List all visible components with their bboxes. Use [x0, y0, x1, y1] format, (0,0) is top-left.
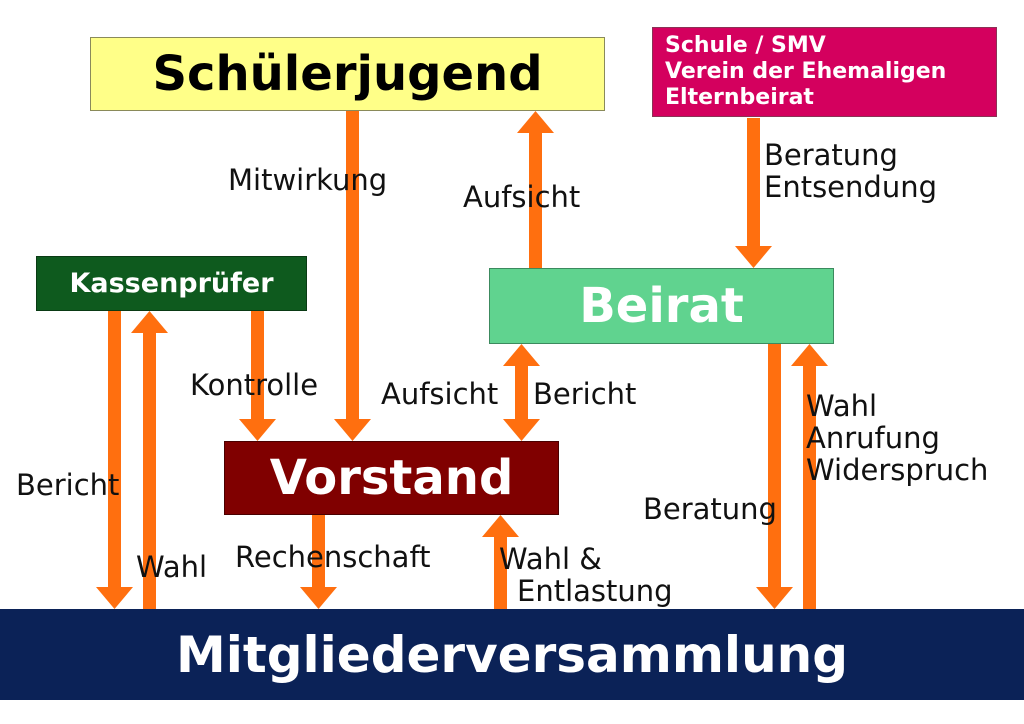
- label-anrufung: Anrufung: [806, 421, 940, 455]
- arrow-kontrolle: [239, 311, 276, 441]
- label-widerspruch: Widerspruch: [806, 453, 989, 487]
- label-wahl-left: Wahl: [136, 550, 208, 584]
- vorstand-title: Vorstand: [269, 450, 514, 506]
- label-wahl-und: Wahl &: [499, 542, 602, 576]
- label-mitwirkung: Mitwirkung: [228, 163, 388, 197]
- label-beratung-right: Beratung: [643, 492, 777, 526]
- arrow-wahl-left: [131, 311, 168, 609]
- schule-smv-lines: Schule / SMV Verein der Ehemaligen Elter…: [665, 33, 946, 111]
- label-entlastung: Entlastung: [517, 574, 673, 608]
- mitgliederversammlung-box: Mitgliederversammlung: [0, 609, 1024, 700]
- beirat-box: Beirat: [489, 268, 834, 344]
- kassenpruefer-box: Kassenprüfer: [36, 256, 307, 311]
- beirat-title: Beirat: [579, 278, 744, 334]
- label-rechenschaft: Rechenschaft: [235, 540, 431, 574]
- schuelerjugend-title: Schülerjugend: [152, 46, 543, 102]
- mitgliederversammlung-title: Mitgliederversammlung: [175, 625, 849, 684]
- label-kontrolle: Kontrolle: [190, 368, 319, 402]
- arrow-beratung-entsendung: [735, 118, 772, 268]
- kassenpruefer-title: Kassenprüfer: [69, 268, 274, 299]
- label-bericht-mid: Bericht: [533, 377, 637, 411]
- arrow-rechenschaft: [300, 515, 337, 609]
- schule-line-1: Schule / SMV: [665, 33, 826, 58]
- arrow-wahl-entlastung: [482, 515, 519, 609]
- schule-line-3: Elternbeirat: [665, 85, 814, 110]
- arrow-aufsicht-top: [517, 111, 554, 268]
- arrow-beratung-right: [756, 344, 793, 609]
- schule-smv-box: Schule / SMV Verein der Ehemaligen Elter…: [652, 27, 997, 117]
- vorstand-box: Vorstand: [224, 441, 559, 515]
- label-aufsicht-top: Aufsicht: [463, 180, 581, 214]
- label-wahl-right: Wahl: [806, 389, 878, 423]
- label-aufsicht-mid: Aufsicht: [381, 377, 499, 411]
- schuelerjugend-box: Schülerjugend: [90, 37, 605, 111]
- label-beratung: Beratung: [764, 138, 898, 172]
- arrow-bericht-left: [96, 311, 133, 609]
- label-entsendung: Entsendung: [764, 170, 937, 204]
- arrow-aufsicht-bericht: [503, 344, 540, 441]
- arrow-wahl-anrufung-widerspruch: [791, 344, 828, 609]
- schule-line-2: Verein der Ehemaligen: [665, 59, 947, 84]
- arrow-mitwirkung: [334, 111, 371, 441]
- label-bericht-left: Bericht: [16, 468, 120, 502]
